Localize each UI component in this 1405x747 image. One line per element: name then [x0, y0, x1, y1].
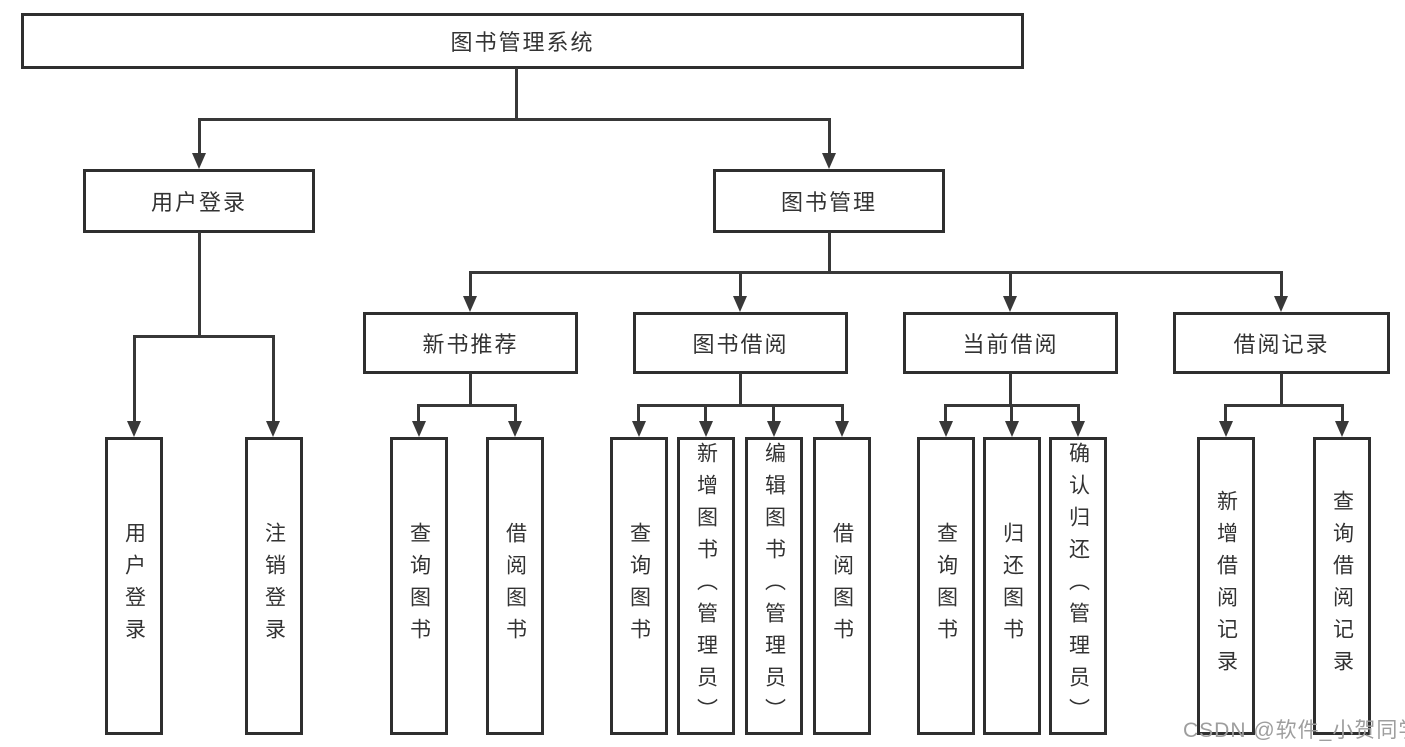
- connector-line: [1280, 271, 1283, 298]
- node-root: 图书管理系统: [21, 13, 1024, 69]
- connector-line: [469, 271, 1283, 274]
- leaf-edit-book-admin: 编辑图书（管理员）: [745, 437, 803, 735]
- node-new-book-recommend: 新书推荐: [363, 312, 578, 374]
- leaf-user-login: 用户登录: [105, 437, 163, 735]
- arrowhead-down-icon: [508, 421, 522, 437]
- connector-line: [637, 404, 844, 407]
- arrowhead-down-icon: [1335, 421, 1349, 437]
- connector-line: [133, 335, 275, 338]
- connector-line: [828, 232, 831, 273]
- node-user-login: 用户登录: [83, 169, 315, 233]
- connector-line: [1009, 271, 1012, 298]
- connector-line: [1009, 373, 1012, 406]
- connector-line: [841, 404, 844, 424]
- arrowhead-down-icon: [822, 153, 836, 169]
- connector-line: [828, 118, 831, 156]
- connector-line: [514, 404, 517, 424]
- connector-line: [637, 404, 640, 424]
- leaf-query-borrow-record: 查询借阅记录: [1313, 437, 1371, 735]
- arrowhead-down-icon: [192, 153, 206, 169]
- connector-line: [1077, 404, 1080, 424]
- leaf-confirm-return-admin: 确认归还（管理员）: [1049, 437, 1107, 735]
- connector-line: [133, 335, 136, 423]
- leaf-borrow-books-1: 借阅图书: [486, 437, 544, 735]
- node-borrow-records: 借阅记录: [1173, 312, 1390, 374]
- connector-line: [1280, 373, 1283, 406]
- node-book-borrow: 图书借阅: [633, 312, 848, 374]
- arrowhead-down-icon: [699, 421, 713, 437]
- connector-line: [772, 404, 775, 424]
- arrowhead-down-icon: [127, 421, 141, 437]
- csdn-watermark: CSDN @软件_小贺同学: [1183, 719, 1405, 742]
- connector-line: [417, 404, 517, 407]
- arrowhead-down-icon: [835, 421, 849, 437]
- connector-line: [417, 404, 420, 424]
- leaf-query-books-1: 查询图书: [390, 437, 448, 735]
- leaf-return-book: 归还图书: [983, 437, 1041, 735]
- arrowhead-down-icon: [1003, 296, 1017, 312]
- arrowhead-down-icon: [632, 421, 646, 437]
- leaf-add-book-admin: 新增图书（管理员）: [677, 437, 735, 735]
- connector-line: [1010, 404, 1013, 424]
- arrowhead-down-icon: [1005, 421, 1019, 437]
- leaf-query-books-2: 查询图书: [610, 437, 668, 735]
- connector-line: [1341, 404, 1344, 424]
- arrowhead-down-icon: [412, 421, 426, 437]
- connector-line: [739, 271, 742, 298]
- connector-line: [739, 373, 742, 406]
- connector-line: [944, 404, 947, 424]
- connector-line: [704, 404, 707, 424]
- arrowhead-down-icon: [266, 421, 280, 437]
- node-current-borrow: 当前借阅: [903, 312, 1118, 374]
- connector-line: [1224, 404, 1227, 424]
- connector-line: [469, 271, 472, 298]
- connector-line: [198, 118, 831, 121]
- arrowhead-down-icon: [1274, 296, 1288, 312]
- connector-line: [515, 68, 518, 120]
- connector-line: [198, 118, 201, 156]
- arrowhead-down-icon: [767, 421, 781, 437]
- node-book-management: 图书管理: [713, 169, 945, 233]
- leaf-add-borrow-record: 新增借阅记录: [1197, 437, 1255, 735]
- leaf-logout: 注销登录: [245, 437, 303, 735]
- arrowhead-down-icon: [939, 421, 953, 437]
- leaf-borrow-books-2: 借阅图书: [813, 437, 871, 735]
- connector-line: [1224, 404, 1344, 407]
- connector-line: [198, 232, 201, 337]
- arrowhead-down-icon: [733, 296, 747, 312]
- arrowhead-down-icon: [1219, 421, 1233, 437]
- connector-line: [469, 373, 472, 406]
- connector-line: [272, 335, 275, 423]
- arrowhead-down-icon: [463, 296, 477, 312]
- arrowhead-down-icon: [1071, 421, 1085, 437]
- leaf-query-books-3: 查询图书: [917, 437, 975, 735]
